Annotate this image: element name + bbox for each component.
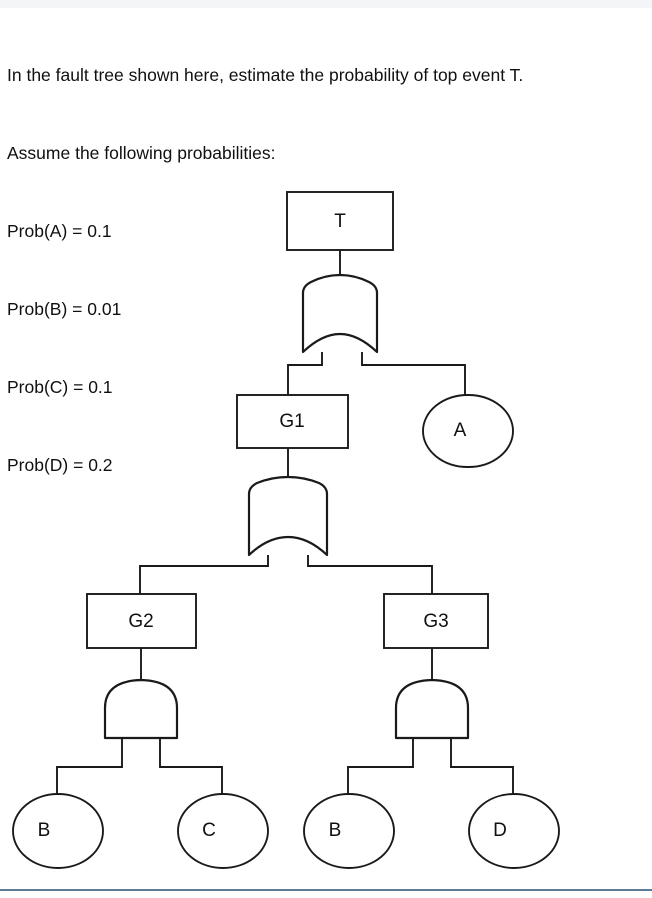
c-event-label: C bbox=[202, 820, 216, 841]
connector-lines bbox=[56, 250, 514, 795]
page-top-strip bbox=[0, 0, 652, 8]
and-gate-g3-shape[interactable] bbox=[394, 678, 470, 740]
question-line-4: Prob(B) = 0.01 bbox=[7, 299, 122, 319]
connector-gate-g2-right-leg bbox=[159, 738, 223, 795]
b1-event-label: B bbox=[38, 820, 51, 841]
d-event-ellipse[interactable] bbox=[468, 793, 560, 869]
event-node-top[interactable]: T bbox=[286, 191, 394, 251]
g1-event-box[interactable] bbox=[236, 394, 349, 449]
c-event-ellipse[interactable] bbox=[177, 793, 269, 869]
connector-gate-g1-left-leg bbox=[139, 555, 269, 594]
b2-event-label: B bbox=[329, 820, 342, 841]
g1-event-label: G1 bbox=[279, 411, 304, 432]
top-event-box[interactable] bbox=[286, 191, 394, 251]
question-line-3: Prob(A) = 0.1 bbox=[7, 221, 112, 241]
event-node-g1[interactable]: G1 bbox=[236, 394, 349, 449]
top-event-label: T bbox=[334, 211, 346, 232]
g2-event-box[interactable] bbox=[86, 593, 197, 649]
question-line-5: Prob(C) = 0.1 bbox=[7, 377, 113, 397]
event-node-g3[interactable]: G3 bbox=[383, 593, 489, 649]
connector-gate-g3-right-leg bbox=[450, 738, 514, 795]
a-event-label: A bbox=[454, 420, 467, 441]
gate-and-g2[interactable] bbox=[103, 678, 179, 740]
event-node-b1[interactable]: B bbox=[12, 793, 104, 869]
event-node-g2[interactable]: G2 bbox=[86, 593, 197, 649]
b1-event-ellipse[interactable] bbox=[12, 793, 104, 869]
event-node-d[interactable]: D bbox=[468, 793, 560, 869]
fault-tree-diagram: T G1 A G2 G3 B C bbox=[0, 172, 652, 882]
g3-event-box[interactable] bbox=[383, 593, 489, 649]
gate-or-top[interactable] bbox=[301, 273, 379, 354]
gate-and-g3[interactable] bbox=[394, 678, 470, 740]
connector-gate-g2-left-leg bbox=[56, 738, 123, 795]
question-line-6: Prob(D) = 0.2 bbox=[7, 455, 113, 475]
event-node-a[interactable]: A bbox=[422, 394, 514, 468]
d-event-label: D bbox=[493, 820, 507, 841]
connector-gate-g3-left-leg bbox=[347, 738, 414, 795]
event-node-b2[interactable]: B bbox=[303, 793, 395, 869]
question-line-1: In the fault tree shown here, estimate t… bbox=[7, 65, 524, 85]
g3-event-label: G3 bbox=[423, 611, 448, 632]
and-gate-g2-shape[interactable] bbox=[103, 678, 179, 740]
connector-gate-top-left-leg bbox=[287, 352, 323, 395]
g2-event-label: G2 bbox=[128, 611, 153, 632]
connector-gate-g1-right-leg bbox=[307, 555, 433, 594]
a-event-ellipse[interactable] bbox=[422, 394, 514, 468]
b2-event-ellipse[interactable] bbox=[303, 793, 395, 869]
or-gate-g1-shape[interactable] bbox=[247, 475, 329, 557]
question-text: In the fault tree shown here, estimate t… bbox=[7, 10, 647, 504]
bottom-divider-rule bbox=[0, 889, 652, 891]
event-node-c[interactable]: C bbox=[177, 793, 269, 869]
connector-gate-top-right-leg bbox=[361, 352, 466, 396]
question-line-2: Assume the following probabilities: bbox=[7, 143, 276, 163]
or-gate-top-shape[interactable] bbox=[301, 273, 379, 354]
gate-or-g1[interactable] bbox=[247, 475, 329, 557]
